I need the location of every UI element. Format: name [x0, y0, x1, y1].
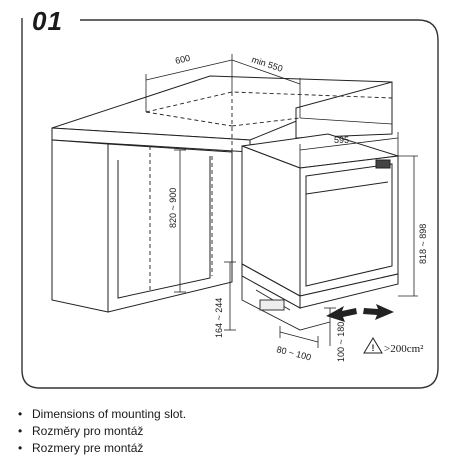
appliance-height-dimension — [398, 155, 418, 297]
fridge-appliance — [241, 133, 399, 309]
warning-triangle-icon: ! — [363, 337, 383, 354]
caption-slovak: Rozmery pre montáž — [16, 440, 186, 457]
slot-height-dimension — [174, 149, 186, 293]
dim-vent-gap: 100 ~ 180 — [336, 322, 346, 362]
mounting-slot-outline — [145, 91, 393, 290]
caption-list: Dimensions of mounting slot. Rozměry pro… — [16, 406, 186, 457]
svg-text:!: ! — [372, 343, 375, 353]
kitchen-cabinet — [51, 75, 393, 313]
plinth-height-dimension — [224, 261, 236, 331]
dim-appliance-width: 595 — [334, 135, 349, 145]
plinth-detail — [241, 276, 331, 331]
dim-plinth-height: 164 ~ 244 — [214, 298, 224, 338]
dim-slot-height: 820 ~ 900 — [168, 188, 178, 228]
caption-english: Dimensions of mounting slot. — [16, 406, 186, 423]
caption-czech: Rozměry pro montáž — [16, 423, 186, 440]
plinth-depth-dimension — [279, 326, 319, 348]
dim-plinth-depth: 80 ~ 100 — [276, 344, 313, 362]
dim-min-depth: min 550 — [250, 54, 284, 73]
airflow-in-arrow-icon — [326, 306, 357, 322]
dim-slot-depth: 600 — [174, 53, 191, 66]
appliance-width-dimension — [299, 132, 399, 168]
ventilation-label: >200cm² — [384, 343, 424, 355]
top-dimension-lines — [145, 54, 393, 125]
diagram-frame: 600 min 550 820 ~ 900 595 818 ~ 898 — [21, 18, 439, 389]
dim-appliance-height: 818 ~ 898 — [418, 224, 428, 264]
airflow-out-arrow-icon — [363, 304, 394, 320]
step-number: 01 — [29, 6, 66, 36]
